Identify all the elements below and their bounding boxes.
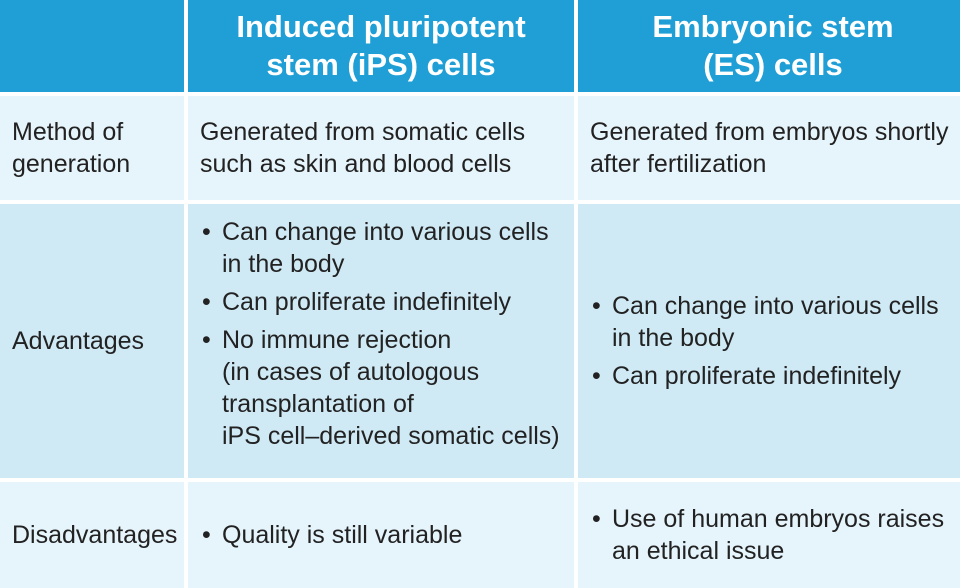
disadvantages-ips-list: • Quality is still variable — [200, 519, 462, 551]
cell-advantages-es: • Can change into various cells in the bo… — [578, 204, 960, 478]
list-item-text: Can change into various cells in the bod… — [222, 218, 549, 278]
advantages-ips-list: • Can change into various cells in the bo… — [200, 216, 560, 452]
row-label-disadvantages: Disadvantages — [0, 482, 184, 588]
list-item-text: Can proliferate indefinitely — [612, 362, 902, 390]
list-item: • Can change into various cells in the bo… — [590, 290, 939, 354]
list-item-text: Quality is still variable — [222, 521, 463, 549]
bullet-icon: • — [202, 521, 211, 549]
cell-method-ips: Generated from somatic cells such as ski… — [188, 96, 574, 200]
bullet-icon: • — [202, 288, 211, 316]
header-corner-cell — [0, 0, 184, 92]
list-item-text: Can change into various cells in the bod… — [612, 292, 939, 352]
header-ips: Induced pluripotent stem (iPS) cells — [188, 0, 574, 92]
bullet-icon: • — [592, 292, 601, 320]
bullet-icon: • — [592, 362, 601, 390]
row-label-advantages: Advantages — [0, 204, 184, 478]
cell-advantages-ips: • Can change into various cells in the bo… — [188, 204, 574, 478]
list-item-text: Can proliferate indefinitely — [222, 288, 512, 316]
bullet-icon: • — [592, 505, 601, 533]
bullet-icon: • — [202, 326, 211, 354]
row-label-method: Method of generation — [0, 96, 184, 200]
list-item: • Quality is still variable — [200, 519, 462, 551]
disadvantages-es-list: • Use of human embryos raises an ethical … — [590, 503, 944, 567]
advantages-es-list: • Can change into various cells in the bo… — [590, 290, 939, 392]
list-item-text: Use of human embryos raises an ethical i… — [612, 505, 945, 565]
cell-disadvantages-es: • Use of human embryos raises an ethical … — [578, 482, 960, 588]
cell-disadvantages-ips: • Quality is still variable — [188, 482, 574, 588]
header-es: Embryonic stem (ES) cells — [578, 0, 960, 92]
list-item: • Can proliferate indefinitely — [200, 286, 560, 318]
list-item-text: No immune rejection (in cases of autolog… — [222, 326, 560, 450]
list-item: • Can proliferate indefinitely — [590, 360, 939, 392]
bullet-icon: • — [202, 218, 211, 246]
cell-method-es: Generated from embryos shortly after fer… — [578, 96, 960, 200]
list-item: • Can change into various cells in the bo… — [200, 216, 560, 280]
list-item: • No immune rejection (in cases of autolo… — [200, 324, 560, 452]
list-item: • Use of human embryos raises an ethical … — [590, 503, 944, 567]
